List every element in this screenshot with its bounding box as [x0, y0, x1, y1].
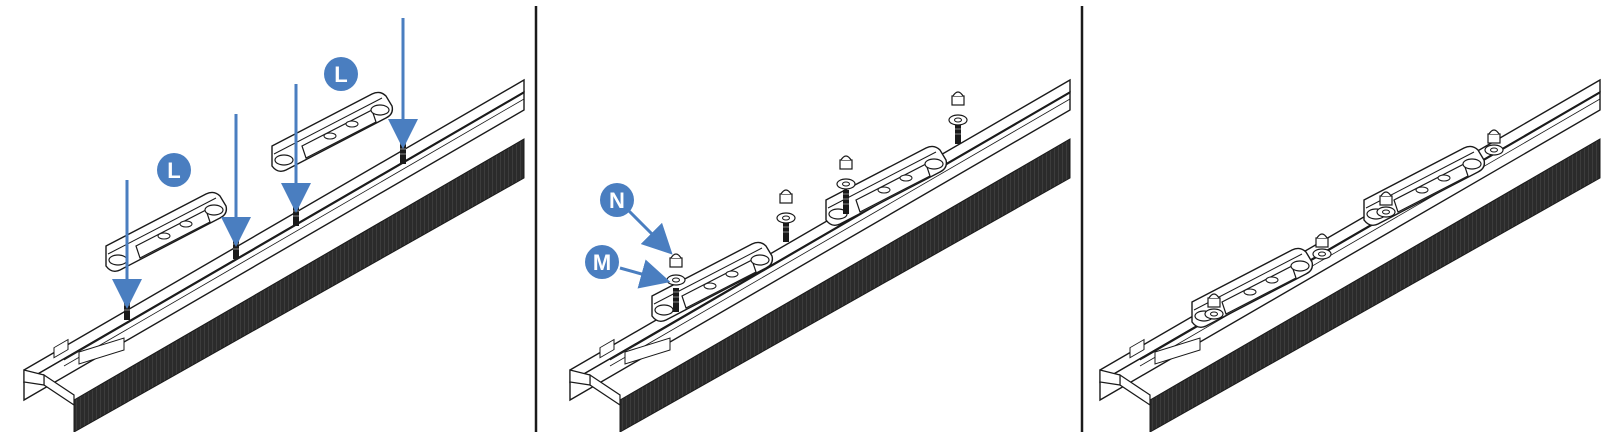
stud — [399, 139, 407, 165]
rail-panel-2 — [569, 79, 1071, 432]
stud — [123, 295, 131, 321]
washer — [1312, 248, 1332, 260]
washer — [666, 274, 686, 286]
washer — [1204, 308, 1224, 320]
rail-panel-1 — [23, 79, 525, 432]
svg-text:M: M — [593, 250, 611, 275]
callout-arrow-m — [619, 259, 671, 289]
stud — [292, 201, 300, 227]
cap-nut — [779, 189, 793, 204]
rail-panel-3 — [1099, 79, 1601, 432]
cap-nut — [839, 155, 853, 170]
washer — [836, 178, 856, 190]
callout-l-lower: L — [157, 153, 191, 187]
cap-nut — [1315, 233, 1329, 248]
svg-text:L: L — [334, 62, 347, 87]
panel-3 — [1099, 79, 1601, 432]
svg-text:N: N — [609, 188, 625, 213]
stud — [842, 189, 850, 215]
bracket-lower — [105, 191, 228, 273]
washer — [948, 114, 968, 126]
panel-2: N M — [569, 79, 1071, 432]
cap-nut — [951, 91, 965, 106]
washer — [1484, 144, 1504, 156]
washer — [1376, 206, 1396, 218]
callout-arrow-n — [626, 208, 673, 255]
panel-1: L L — [23, 18, 525, 432]
stud — [232, 234, 240, 260]
stud — [672, 287, 680, 313]
callout-m: M — [585, 245, 619, 279]
cap-nut — [1379, 191, 1393, 206]
washer — [776, 212, 796, 224]
cap-nut — [669, 253, 683, 268]
callout-n: N — [600, 183, 634, 217]
callout-l-upper: L — [324, 57, 358, 91]
cap-nut — [1487, 129, 1501, 144]
bracket-upper — [271, 91, 394, 173]
svg-text:L: L — [167, 158, 180, 183]
cap-nut — [1207, 293, 1221, 308]
